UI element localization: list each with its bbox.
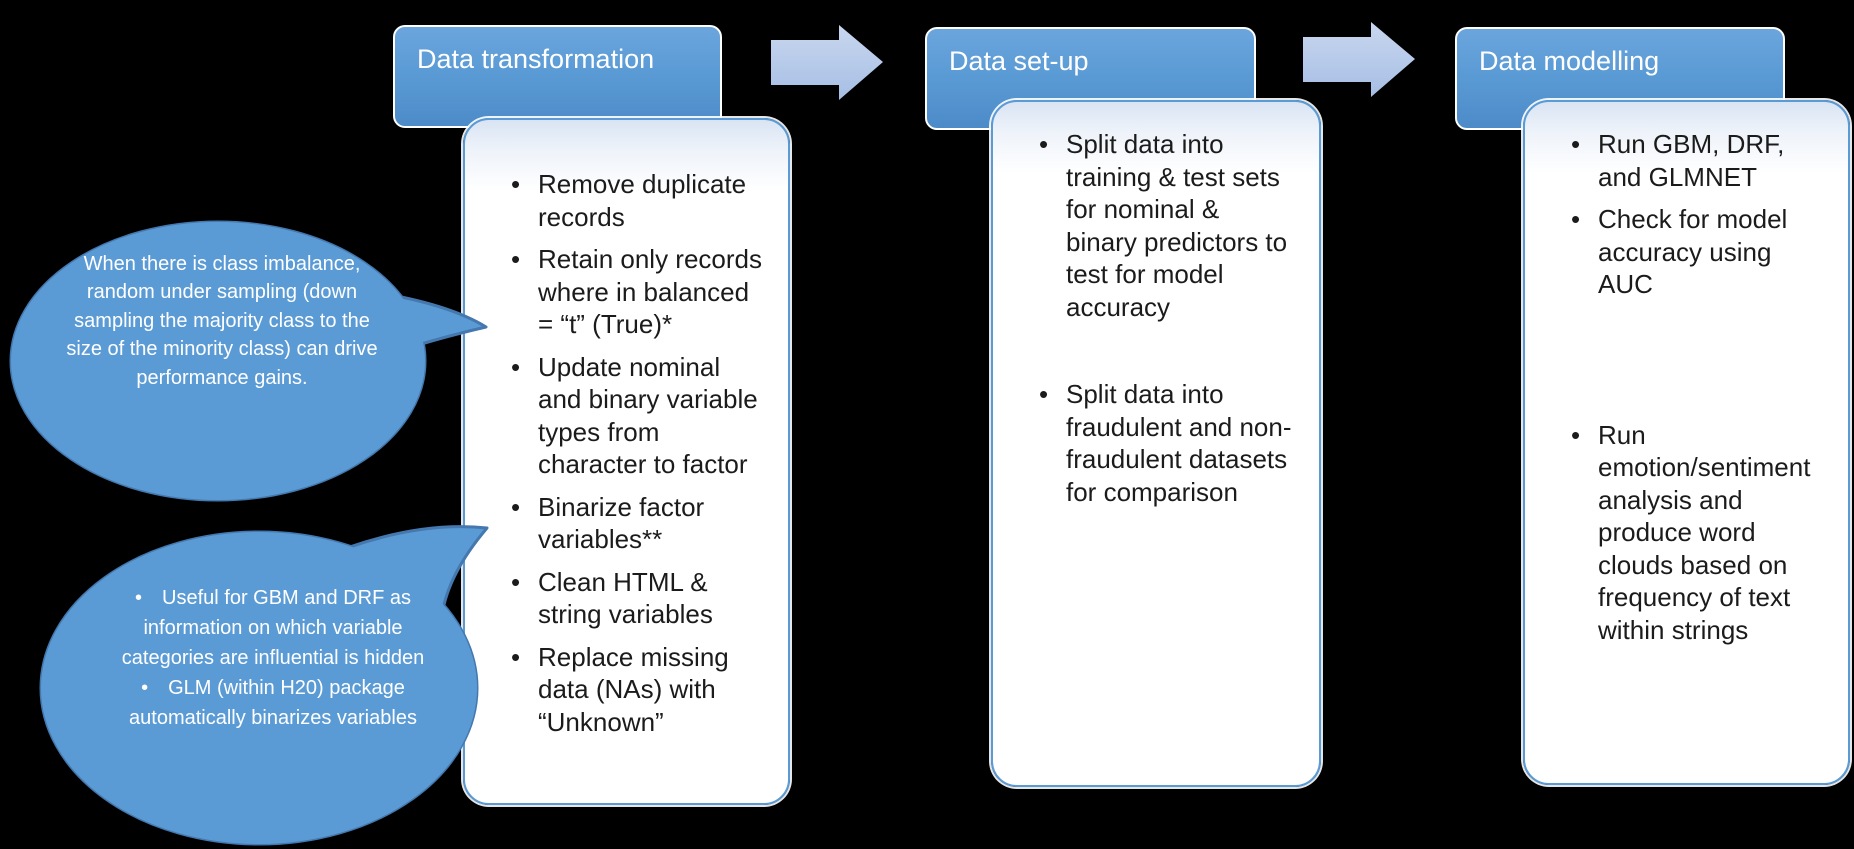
flow-arrow-icon [771,25,883,100]
callout-bullet: GLM (within H20) package automatically b… [108,673,438,733]
callout-bullet: Useful for GBM and DRF as information on… [108,583,438,673]
bullet-item: Replace missing data (NAs) with “Unknown… [509,641,764,739]
stage-title: Data transformation [417,44,655,74]
bullet-item: Split data into fraudulent and non-fraud… [1037,378,1295,508]
panel-data-transformation: Remove duplicate records Retain only rec… [463,118,790,805]
bullet-item: Run emotion/sentiment analysis and produ… [1569,419,1824,647]
flow-arrow-icon [1303,22,1415,97]
bullet-item: Retain only records where in balanced = … [509,243,764,341]
callout-binarize-note: Useful for GBM and DRF as information on… [108,583,438,733]
bullet-group: Remove duplicate records Retain only rec… [465,120,788,738]
stage-header-data-transformation: Data transformation [393,25,722,128]
stage-title: Data modelling [1479,46,1660,76]
bullet-group: Run GBM, DRF, and GLMNET Check for model… [1525,102,1848,301]
bullet-item: Binarize factor variables** [509,491,764,556]
bullet-item: Split data into training & test sets for… [1037,128,1295,323]
bullet-group: Run emotion/sentiment analysis and produ… [1525,419,1848,647]
bullet-item: Update nominal and binary variable types… [509,351,764,481]
stage-title: Data set-up [949,46,1089,76]
bullet-group: Split data into fraudulent and non-fraud… [993,378,1319,508]
bullet-group: Split data into training & test sets for… [993,102,1319,323]
bullet-item: Run GBM, DRF, and GLMNET [1569,128,1824,193]
bullet-item: Remove duplicate records [509,168,764,233]
callout-class-imbalance: When there is class imbalance, random un… [66,253,378,389]
panel-data-modelling: Run GBM, DRF, and GLMNET Check for model… [1523,100,1850,785]
bullet-item: Check for model accuracy using AUC [1569,203,1824,301]
bullet-item: Clean HTML & string variables [509,566,764,631]
panel-data-set-up: Split data into training & test sets for… [991,100,1321,787]
